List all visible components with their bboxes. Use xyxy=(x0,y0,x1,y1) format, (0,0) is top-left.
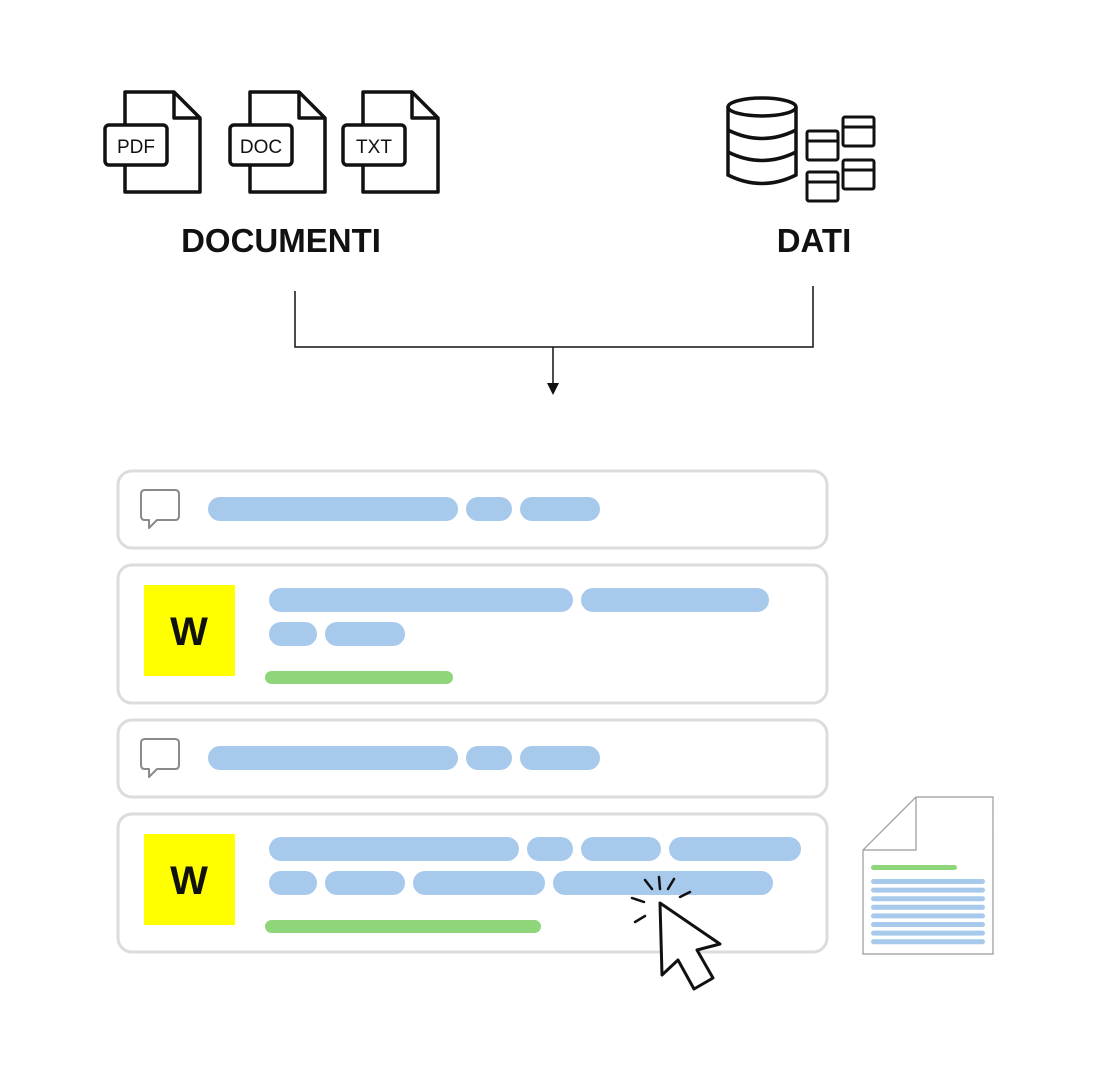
preview-text-line xyxy=(871,887,985,893)
text-line-placeholder xyxy=(527,837,573,861)
chat-bubble-icon xyxy=(140,489,180,529)
preview-text-line xyxy=(871,913,985,919)
text-line-placeholder xyxy=(208,497,458,521)
result-card[interactable] xyxy=(116,469,829,550)
results-list: WW xyxy=(116,469,829,954)
pdf-badge-label: PDF xyxy=(117,137,155,158)
pdf-file-icon: PDF xyxy=(103,90,202,194)
highlight-bar xyxy=(265,920,541,933)
preview-text-line xyxy=(871,930,985,936)
text-line-placeholder xyxy=(466,746,512,770)
text-line-placeholder xyxy=(269,588,573,612)
text-line-placeholder xyxy=(208,746,458,770)
text-line-placeholder xyxy=(325,622,405,646)
text-line-placeholder xyxy=(520,497,600,521)
doc-badge-label: DOC xyxy=(240,137,282,158)
text-line-placeholder xyxy=(466,497,512,521)
result-card[interactable]: W xyxy=(116,563,829,705)
word-badge xyxy=(144,834,235,925)
data-label: DATI xyxy=(777,222,852,259)
preview-text-line xyxy=(871,896,985,902)
result-card[interactable] xyxy=(116,718,829,799)
chat-bubble-icon xyxy=(140,738,180,778)
preview-text-line xyxy=(871,904,985,910)
text-line-placeholder xyxy=(581,837,661,861)
highlight-bar xyxy=(265,671,453,684)
documents-label: DOCUMENTI xyxy=(181,222,381,259)
result-card[interactable]: W xyxy=(116,812,829,954)
text-line-placeholder xyxy=(325,871,405,895)
preview-text-line xyxy=(871,922,985,927)
text-line-placeholder xyxy=(413,871,545,895)
text-line-placeholder xyxy=(553,871,773,895)
database-icon xyxy=(726,96,798,186)
arrow-down-icon xyxy=(547,383,559,395)
click-cursor-icon xyxy=(630,875,722,991)
word-badge-letter: W xyxy=(170,859,208,903)
preview-highlight-line xyxy=(871,865,957,870)
text-line-placeholder xyxy=(269,622,317,646)
txt-badge-label: TXT xyxy=(356,137,392,158)
text-line-placeholder xyxy=(520,746,600,770)
text-line-placeholder xyxy=(581,588,769,612)
merge-connector xyxy=(294,286,814,384)
text-line-placeholder xyxy=(669,837,801,861)
word-badge xyxy=(144,585,235,676)
text-line-placeholder xyxy=(269,871,317,895)
text-line-placeholder xyxy=(269,837,519,861)
word-badge-letter: W xyxy=(170,610,208,654)
table-grid-icon xyxy=(805,115,876,203)
document-preview-icon xyxy=(862,796,994,955)
txt-file-icon: TXT xyxy=(341,90,440,194)
preview-text-line xyxy=(871,939,985,945)
preview-text-line xyxy=(871,879,985,884)
doc-file-icon: DOC xyxy=(228,90,327,194)
